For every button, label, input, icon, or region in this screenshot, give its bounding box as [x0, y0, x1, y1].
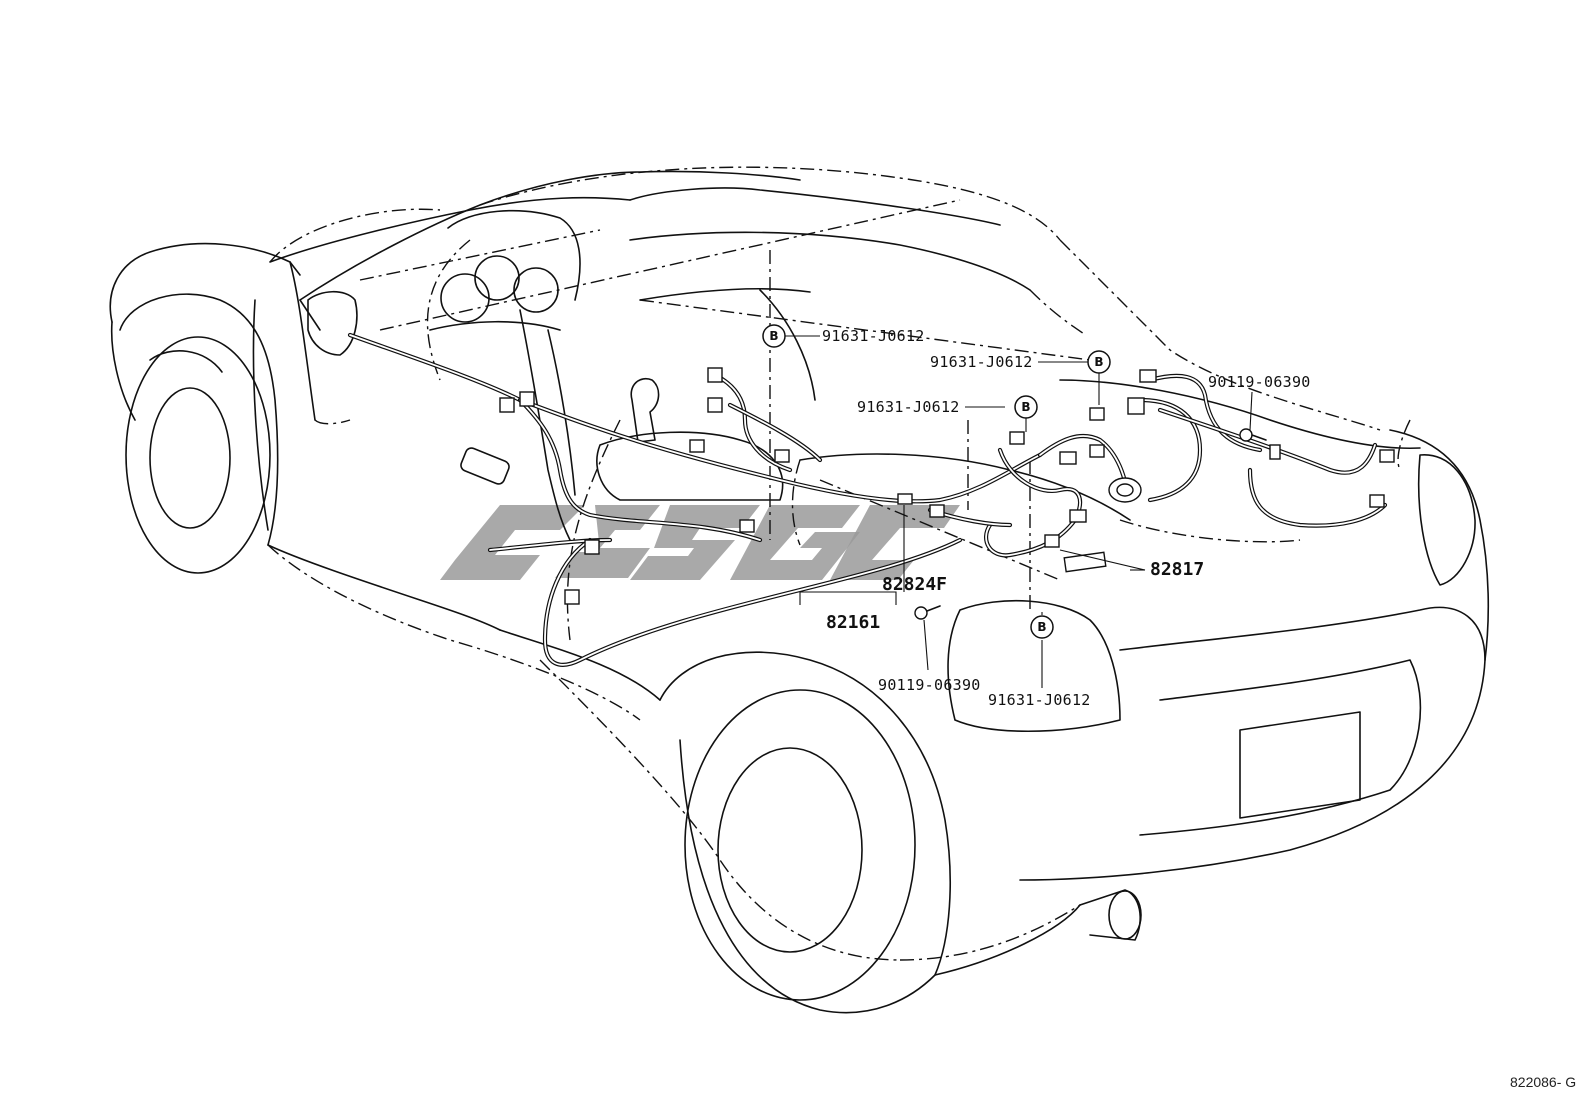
part-label-91631-j0612-c: 91631-J0612 — [857, 398, 960, 416]
gauge-right — [513, 267, 559, 313]
part-label-82824f: 82824F — [882, 574, 947, 595]
part-label-91631-j0612-b: 91631-J0612 — [930, 353, 1033, 371]
license-plate-recess — [1239, 711, 1361, 819]
connector — [1369, 494, 1385, 508]
connector — [1009, 431, 1025, 445]
gauge-center — [474, 255, 520, 301]
rear-bumper — [1019, 606, 1486, 881]
connector — [1139, 369, 1157, 383]
front-left-wheel — [125, 336, 271, 574]
connector — [519, 391, 535, 407]
callout-bolt-d: B 91631-J0612 — [988, 615, 1091, 709]
front-left-wheel-arch — [119, 293, 279, 546]
connector — [1089, 407, 1105, 421]
clamp-82824f — [897, 493, 913, 505]
callout-bolt-a: B 91631-J0612 — [762, 324, 925, 348]
connector — [689, 439, 705, 453]
center-console — [596, 431, 784, 501]
connector — [499, 397, 515, 413]
screws — [914, 428, 1267, 620]
protector-82817 — [1063, 551, 1107, 573]
callout-symbol: B — [1021, 400, 1030, 414]
connector — [1089, 444, 1105, 458]
rear-trunk-lid — [947, 599, 1121, 733]
part-label-90119-06390-lower: 90119-06390 — [878, 676, 981, 694]
watermark-logo — [440, 505, 960, 580]
connectors — [499, 367, 1395, 605]
connector — [1059, 451, 1077, 465]
connector — [564, 589, 580, 605]
part-label-91631-j0612-a: 91631-J0612 — [822, 327, 925, 345]
connector — [1069, 509, 1087, 523]
connector — [584, 539, 600, 555]
diagram-code: 822086- G — [1510, 1074, 1576, 1090]
front-left-fender — [109, 242, 301, 323]
connector — [1127, 397, 1145, 415]
part-label-90119-06390-right: 90119-06390 — [1208, 373, 1311, 391]
car-body — [109, 170, 1490, 1014]
connector — [707, 367, 723, 383]
callout-symbol: B — [1037, 620, 1046, 634]
wire-harness — [347, 332, 1388, 667]
callout-symbol: B — [1094, 355, 1103, 369]
screw-icon — [1239, 428, 1267, 442]
part-label-82161: 82161 — [826, 612, 880, 633]
door-handle — [460, 447, 510, 485]
gear-shifter — [630, 378, 660, 443]
connector — [707, 397, 723, 413]
part-label-91631-j0612-d: 91631-J0612 — [988, 691, 1091, 709]
connector — [929, 504, 945, 518]
callout-symbol: B — [769, 329, 778, 343]
screw-icon — [914, 605, 941, 620]
connector — [1269, 444, 1281, 460]
connector — [774, 449, 790, 463]
connector — [739, 519, 755, 533]
rear-left-wheel — [684, 689, 916, 1001]
connector — [1379, 449, 1395, 463]
part-label-82817: 82817 — [1150, 559, 1204, 580]
tail-light — [1417, 454, 1476, 586]
exhaust-pipe — [1079, 889, 1141, 941]
windshield-frame — [299, 170, 801, 301]
gauge-left — [440, 273, 490, 323]
callout-bolt-b: B 91631-J0612 — [930, 350, 1111, 374]
rear-left-wheel-arch — [659, 651, 951, 976]
connector — [1044, 534, 1060, 548]
callout-bolt-c: B 91631-J0612 — [857, 395, 1038, 419]
